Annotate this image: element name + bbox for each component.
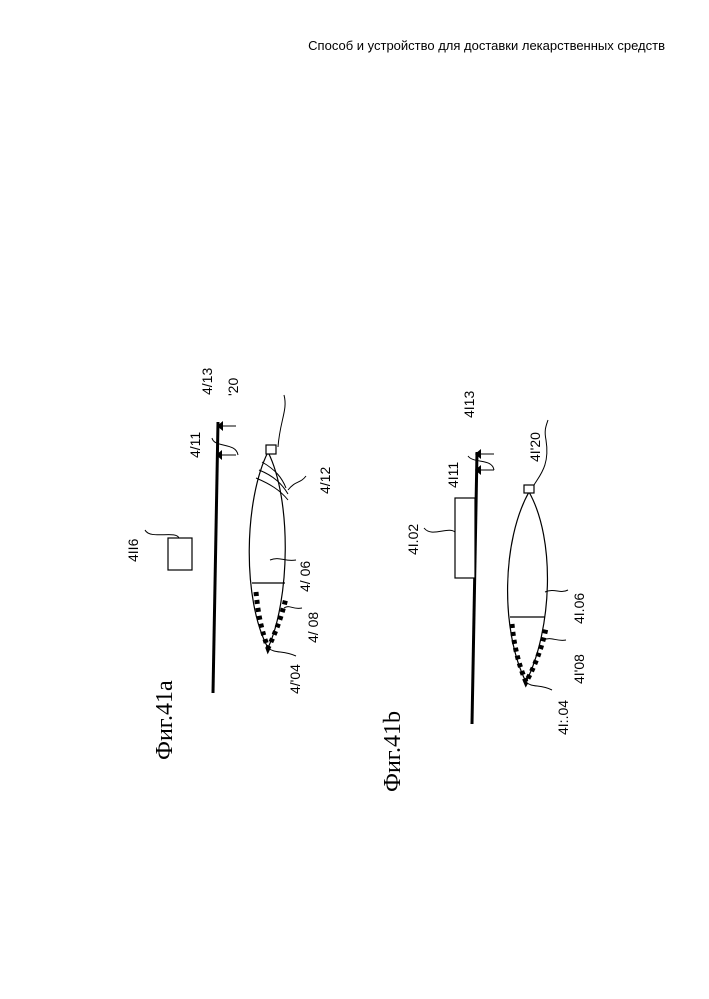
label-4-20: '20 — [225, 378, 241, 396]
label-4-16: 4II6 — [125, 538, 141, 562]
figure-41a: Фиг.41а 4/13 4/11 '20 4I — [125, 368, 333, 760]
leader-line — [545, 590, 568, 592]
label-4-12: 4/12 — [317, 467, 333, 494]
component-box — [168, 538, 192, 570]
capsule-tail — [524, 485, 534, 493]
label-4-04: 4/'04 — [287, 664, 303, 694]
label-4-13: 4/13 — [199, 368, 215, 395]
leader-line — [212, 438, 238, 455]
figure-41b: Фиг.41b 4I13 4I11 4I'20 4I.02 4I.06 4I'0… — [380, 391, 587, 792]
patch-box — [455, 498, 475, 578]
label-4-13: 4I13 — [461, 391, 477, 418]
label-4-08: 4I'08 — [571, 654, 587, 684]
label-4-20: 4I'20 — [527, 432, 543, 462]
leader-line — [145, 530, 179, 538]
figure-41b-caption: Фиг.41b — [380, 711, 406, 792]
leader-line — [268, 648, 296, 656]
label-4-02: 4I.02 — [405, 524, 421, 555]
leader-line — [284, 607, 302, 609]
membrane-line — [472, 452, 477, 724]
label-4-06: 4I.06 — [571, 593, 587, 624]
leader-line — [543, 639, 566, 641]
label-4-04: 4I:.04 — [555, 700, 571, 735]
label-4-06: 4/ 06 — [297, 561, 313, 592]
label-4-11: 4/11 — [187, 432, 203, 458]
label-4-08: 4/ 08 — [305, 612, 321, 643]
leader-line — [278, 395, 285, 447]
leader-line — [526, 682, 552, 690]
membrane-line — [213, 422, 218, 693]
label-4-11: 4I11 — [445, 462, 461, 488]
capsule-body — [508, 492, 548, 682]
figure-41a-caption: Фиг.41а — [152, 680, 178, 760]
leader-line — [288, 476, 306, 490]
leader-line — [424, 528, 455, 532]
capsule-tail — [266, 445, 276, 454]
